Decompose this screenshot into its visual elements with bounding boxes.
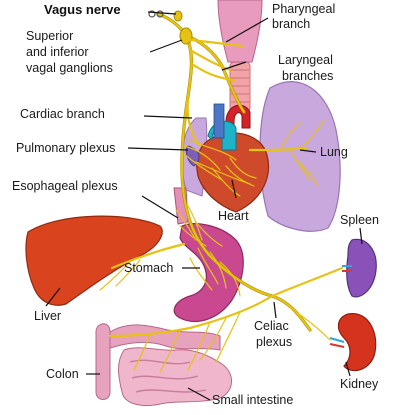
label-lung: Lung	[320, 145, 348, 159]
kidney-shape	[337, 313, 377, 372]
vagus-branches	[99, 38, 344, 373]
label-celiac-line1: Celiac	[254, 319, 289, 333]
vena-cava	[213, 103, 225, 139]
label-laryngeal-line2: branches	[282, 69, 333, 83]
liver-shape	[25, 215, 163, 306]
label-ganglia-line3: vagal ganglions	[26, 61, 113, 75]
label-esophageal-plexus: Esophageal plexus	[12, 179, 118, 193]
label-small-intestine: Small intestine	[212, 393, 293, 407]
label-pulmonary-plexus: Pulmonary plexus	[16, 141, 115, 155]
label-spleen: Spleen	[340, 213, 379, 227]
label-heart: Heart	[218, 209, 249, 223]
label-colon: Colon	[46, 367, 79, 381]
label-stomach: Stomach	[124, 261, 173, 275]
stomach-shape	[173, 223, 244, 322]
intestines	[95, 323, 232, 406]
pharynx	[217, 0, 263, 63]
label-ganglia-line1: Superior	[26, 29, 73, 43]
spleen-shape	[346, 238, 377, 298]
label-cardiac-branch: Cardiac branch	[20, 107, 105, 121]
label-liver: Liver	[34, 309, 61, 323]
label-pharyngeal-branch-line2: branch	[272, 17, 310, 31]
label-pharyngeal-branch-line1: Pharyngeal	[272, 2, 335, 16]
label-celiac-line2: plexus	[256, 335, 292, 349]
label-ganglia-line2: and inferior	[26, 45, 89, 59]
label-kidney: Kidney	[340, 377, 379, 391]
leader-lines	[45, 11, 363, 401]
trachea	[229, 61, 251, 113]
label-vagus-nerve: Vagus nerve	[44, 2, 121, 17]
label-laryngeal-line1: Laryngeal	[278, 53, 333, 67]
